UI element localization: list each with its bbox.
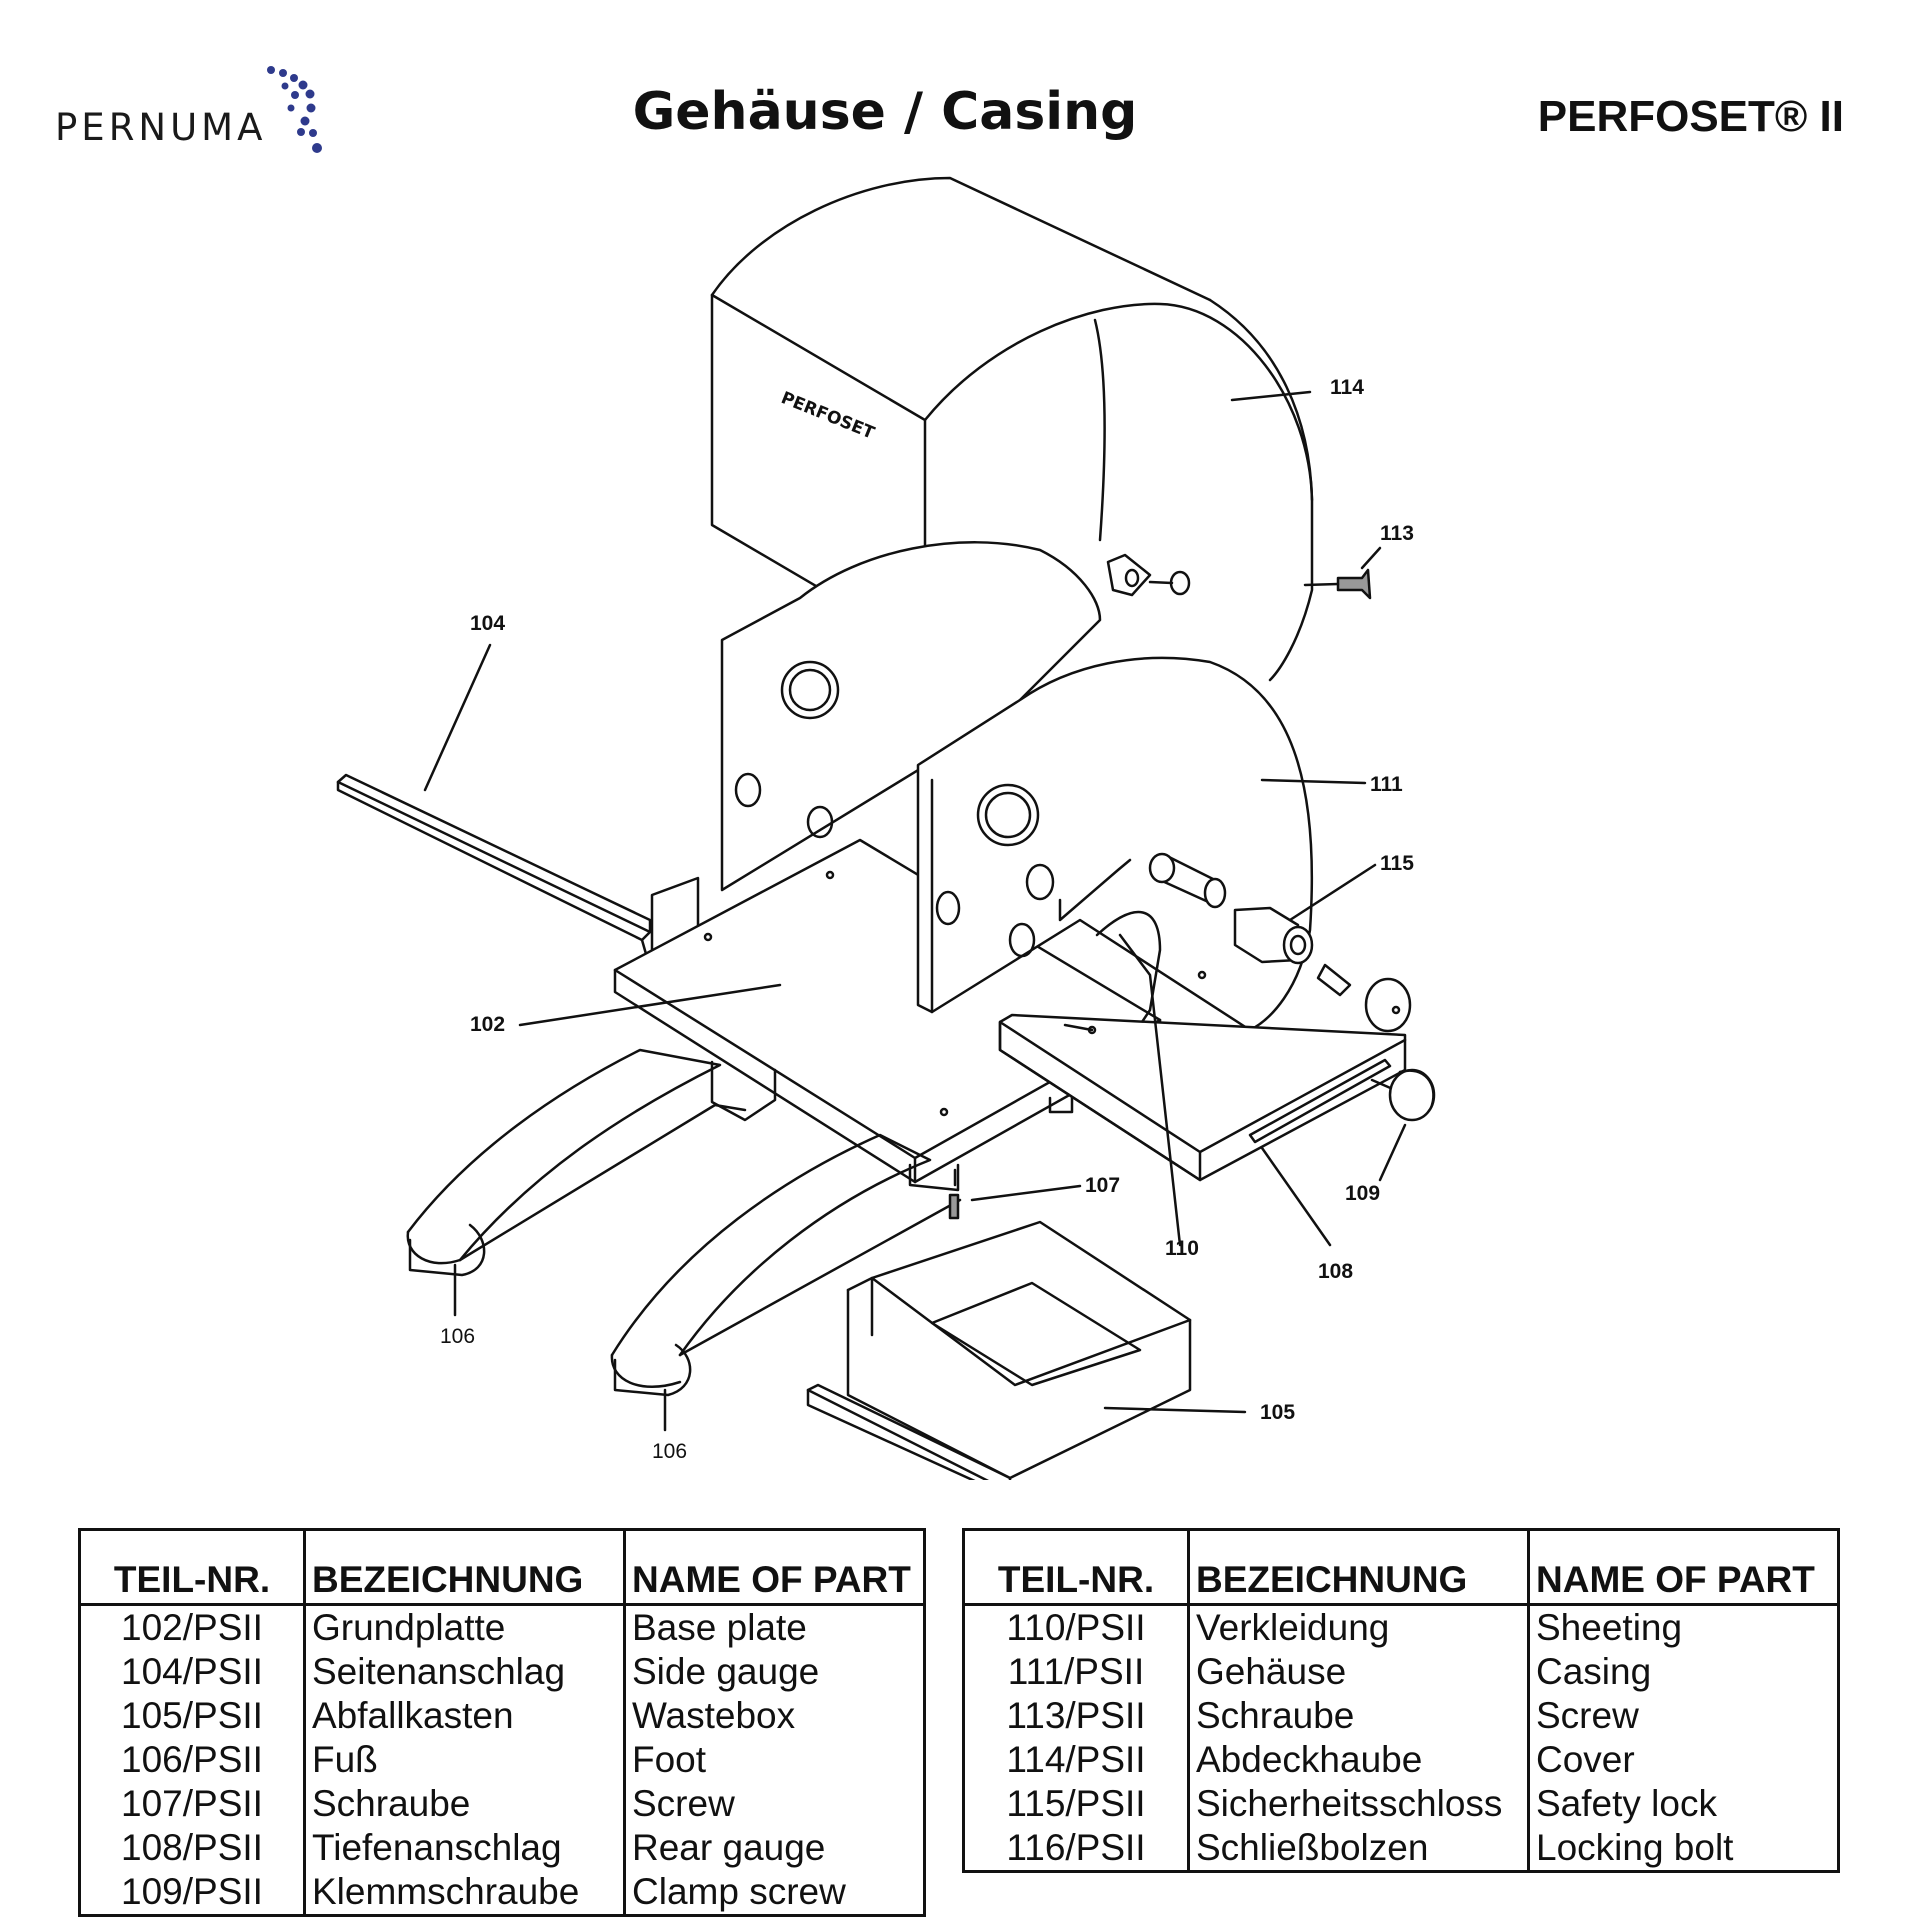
logo-dots-icon: [267, 66, 322, 153]
page-title: Gehäuse / Casing: [632, 82, 1138, 142]
part-no: 116/PSII: [1006, 1827, 1146, 1868]
part-no: 115/PSII: [1006, 1783, 1146, 1824]
safety-lock-115: [1148, 852, 1412, 1033]
part-no: 106/PSII: [121, 1739, 263, 1780]
callout-113: 113: [1380, 522, 1414, 545]
callout-108: 108: [1318, 1260, 1353, 1283]
screw-107: [948, 1168, 1082, 1220]
part-name: Screw: [623, 1782, 925, 1826]
part-designation: Schraube: [303, 1782, 625, 1826]
rear-gauge-108: [998, 1013, 1407, 1247]
part-no: 111/PSII: [1007, 1651, 1145, 1692]
legs-106: [406, 1048, 962, 1432]
pernuma-logo: PERNUMA: [55, 62, 322, 162]
part-designation: Abdeckhaube: [1187, 1738, 1529, 1782]
part-name: Casing: [1527, 1650, 1839, 1694]
callout-102: 102: [470, 1013, 505, 1036]
logo-text: PERNUMA: [55, 106, 267, 149]
part-designation: Seitenanschlag: [303, 1650, 625, 1694]
part-name: Locking bolt: [1527, 1826, 1839, 1872]
callout-106-left: 106: [440, 1325, 475, 1348]
screw-113: [1303, 546, 1382, 600]
header-designation: BEZEICHNUNG: [303, 1529, 625, 1606]
part-no: 110/PSII: [1006, 1607, 1146, 1648]
part-no: 104/PSII: [121, 1651, 263, 1692]
callout-105: 105: [1260, 1401, 1295, 1424]
parts-table-left: TEIL-NR. BEZEICHNUNG NAME OF PART 102/PS…: [78, 1528, 926, 1917]
base-plate-102: [518, 838, 1162, 1192]
clamp-screw-109: [1370, 1068, 1436, 1182]
header-part-no: TEIL-NR.: [79, 1529, 305, 1606]
header-designation: BEZEICHNUNG: [1187, 1529, 1529, 1606]
rear-casing-plate: [720, 541, 1102, 892]
exploded-drawing: PERFOSET: [336, 176, 1436, 1480]
parts-table-right: TEIL-NR. BEZEICHNUNG NAME OF PART 110/PS…: [962, 1528, 1840, 1873]
callout-107: 107: [1085, 1174, 1120, 1197]
part-designation: Schraube: [1187, 1694, 1529, 1738]
part-no: 107/PSII: [121, 1783, 263, 1824]
part-name: Safety lock: [1527, 1782, 1839, 1826]
part-name: Cover: [1527, 1738, 1839, 1782]
part-name: Foot: [623, 1738, 925, 1782]
callout-115: 115: [1380, 852, 1414, 875]
part-name: Clamp screw: [623, 1870, 925, 1916]
callout-104: 104: [470, 612, 505, 635]
part-no: 109/PSII: [121, 1871, 263, 1912]
part-name: Rear gauge: [623, 1826, 925, 1870]
table-header-row: TEIL-NR. BEZEICHNUNG NAME OF PART: [79, 1529, 925, 1606]
callout-110: 110: [1165, 1237, 1199, 1260]
side-gauge-104: [336, 643, 700, 977]
part-designation: Gehäuse: [1187, 1650, 1529, 1694]
casing-111: [916, 656, 1367, 1042]
product-name: PERFOSET® II: [1537, 92, 1844, 141]
part-no: 113/PSII: [1006, 1695, 1146, 1736]
part-designation: Fuß: [303, 1738, 625, 1782]
part-name: Base plate: [623, 1604, 925, 1650]
part-designation: Schließbolzen: [1187, 1826, 1529, 1872]
part-no: 114/PSII: [1006, 1739, 1146, 1780]
callout-114: 114: [1330, 376, 1364, 399]
part-name: Screw: [1527, 1694, 1839, 1738]
part-designation: Abfallkasten: [303, 1694, 625, 1738]
waste-box-105: [806, 1220, 1247, 1480]
header-name-of-part: NAME OF PART: [623, 1529, 925, 1606]
part-designation: Klemmschraube: [303, 1870, 625, 1916]
header-name-of-part: NAME OF PART: [1527, 1529, 1839, 1606]
callout-109: 109: [1345, 1182, 1380, 1205]
header-part-no: TEIL-NR.: [963, 1529, 1189, 1606]
part-no: 102/PSII: [121, 1607, 263, 1648]
part-name: Wastebox: [623, 1694, 925, 1738]
part-name: Sheeting: [1527, 1604, 1839, 1650]
callout-106-right: 106: [652, 1440, 687, 1463]
part-name: Side gauge: [623, 1650, 925, 1694]
sheeting-110: [1118, 933, 1182, 1247]
table-header-row: TEIL-NR. BEZEICHNUNG NAME OF PART: [963, 1529, 1839, 1606]
callout-111: 111: [1370, 773, 1403, 796]
part-designation: Verkleidung: [1187, 1604, 1529, 1650]
part-no: 105/PSII: [121, 1695, 263, 1736]
part-designation: Sicherheitsschloss: [1187, 1782, 1529, 1826]
part-designation: Grundplatte: [303, 1604, 625, 1650]
part-no: 108/PSII: [121, 1827, 263, 1868]
part-designation: Tiefenanschlag: [303, 1826, 625, 1870]
